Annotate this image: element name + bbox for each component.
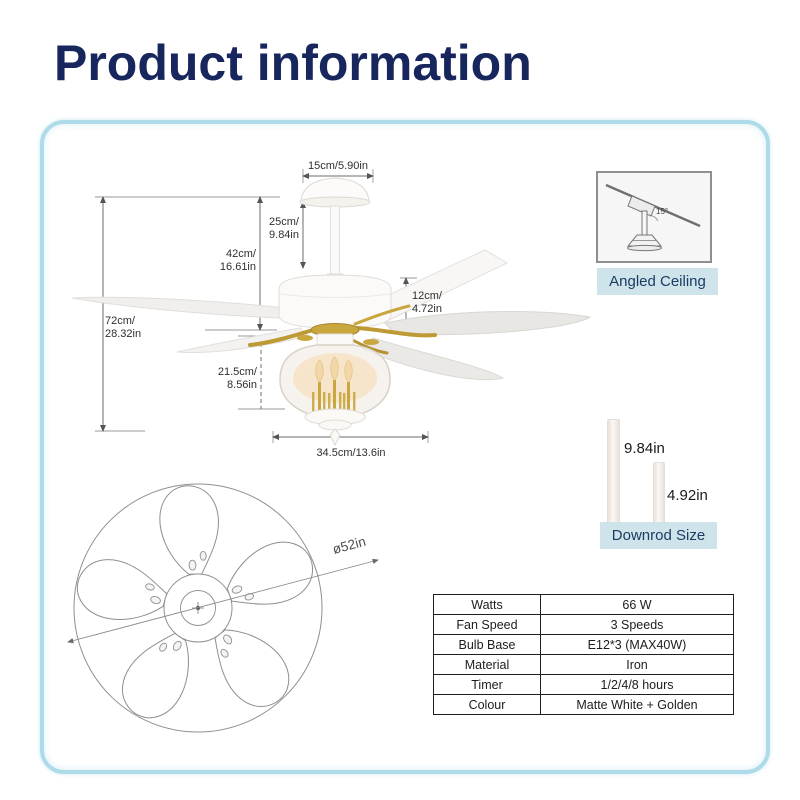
spec-key: Fan Speed	[433, 614, 541, 635]
spec-table: Watts 66 W Fan Speed 3 Speeds Bulb Base …	[433, 594, 734, 715]
top-view-fan	[66, 474, 314, 742]
spec-value: Iron	[540, 654, 734, 675]
dim-canopy-width: 15cm/5.90in	[308, 160, 368, 172]
bulbs	[315, 356, 353, 383]
dimension-labels: 15cm/5.90in 25cm/ 9.84in 42cm/ 16.61in 7…	[105, 160, 443, 459]
svg-text:28.32in: 28.32in	[105, 328, 141, 340]
diameter-line	[67, 558, 379, 644]
downrod-short	[653, 462, 665, 525]
svg-text:72cm/: 72cm/	[105, 315, 136, 327]
svg-text:9.84in: 9.84in	[269, 229, 299, 241]
downrod-long-length: 9.84in	[624, 440, 665, 457]
spec-value: 1/2/4/8 hours	[540, 674, 734, 695]
golden-blade-irons	[248, 304, 437, 355]
light-kit	[279, 333, 391, 447]
spec-value: E12*3 (MAX40W)	[540, 634, 734, 655]
spec-key: Material	[433, 654, 541, 675]
spec-value: Matte White + Golden	[540, 694, 734, 715]
svg-text:4.72in: 4.72in	[412, 303, 442, 315]
spec-key: Watts	[433, 594, 541, 615]
downrod-long	[607, 419, 620, 525]
angled-ceiling-label: Angled Ceiling	[597, 268, 718, 295]
svg-text:16.61in: 16.61in	[220, 261, 256, 273]
downrod-short-length: 4.92in	[667, 487, 708, 504]
table-row: Watts 66 W	[433, 594, 734, 615]
page-title: Product information	[54, 35, 532, 91]
angled-ceiling-diagram: 15°	[605, 183, 701, 252]
spec-key: Colour	[433, 694, 541, 715]
svg-text:42cm/: 42cm/	[226, 248, 257, 260]
fan-body	[278, 177, 392, 329]
downrod-size-label: Downrod Size	[600, 522, 717, 549]
table-row: Fan Speed 3 Speeds	[433, 614, 734, 635]
spec-value: 66 W	[540, 594, 734, 615]
table-row: Timer 1/2/4/8 hours	[433, 674, 734, 695]
svg-text:8.56in: 8.56in	[227, 379, 257, 391]
table-row: Bulb Base E12*3 (MAX40W)	[433, 634, 734, 655]
fan-blades	[71, 249, 592, 381]
table-row: Material Iron	[433, 654, 734, 675]
svg-text:12cm/: 12cm/	[412, 290, 443, 302]
angled-ceiling-frame: 15°	[596, 171, 712, 263]
angle-value: 15°	[656, 207, 668, 216]
fan-top-view-diagram: ø52in	[66, 474, 379, 742]
fan-side-view-diagram: 15cm/5.90in 25cm/ 9.84in 42cm/ 16.61in 7…	[71, 160, 592, 459]
table-row: Colour Matte White + Golden	[433, 694, 734, 715]
spec-value: 3 Speeds	[540, 614, 734, 635]
spec-key: Timer	[433, 674, 541, 695]
spec-key: Bulb Base	[433, 634, 541, 655]
diameter-value: ø52in	[331, 534, 368, 557]
svg-text:25cm/: 25cm/	[269, 216, 300, 228]
finial	[329, 428, 341, 447]
dim-housing-width: 34.5cm/13.6in	[316, 447, 385, 459]
svg-text:21.5cm/: 21.5cm/	[218, 366, 258, 378]
